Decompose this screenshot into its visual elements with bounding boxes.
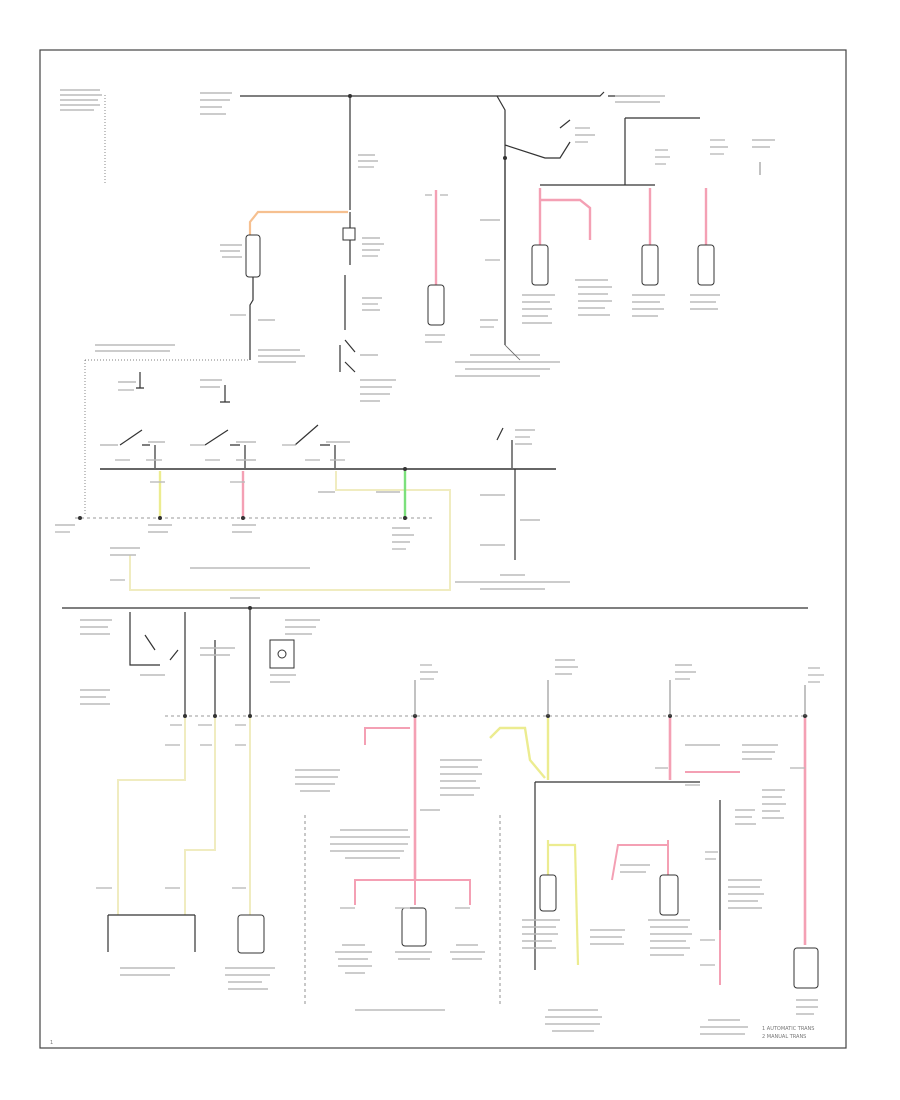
component-horn <box>427 284 445 326</box>
lower-left-relay <box>129 612 186 715</box>
upper-module-labels <box>55 524 414 581</box>
upper-module-nodes <box>78 516 407 520</box>
lower-top-labels <box>80 597 320 635</box>
orange-wire <box>248 210 348 235</box>
auto-trans-labels <box>295 769 485 1011</box>
main-feed-labels <box>358 154 378 168</box>
switch-1 <box>136 372 144 389</box>
sensor-left-top-wire <box>249 277 254 360</box>
pink-wire-trans-branch <box>364 727 410 745</box>
top-bus <box>240 91 640 97</box>
sensor-bc-labels <box>632 294 720 317</box>
legend-item-2: 2 MANUAL TRANS <box>762 1034 806 1040</box>
component-sensor-d <box>539 874 557 912</box>
legend-item-1: 1 AUTOMATIC TRANS <box>762 1026 814 1032</box>
component-fuel-pump <box>793 947 819 989</box>
sensor-a-labels <box>522 279 612 324</box>
top-bus-labels <box>200 92 665 115</box>
relay-column-wire <box>344 212 351 330</box>
switch-region-outline <box>84 359 250 515</box>
component-trans-solenoid <box>401 907 427 947</box>
lower-right-labels <box>620 744 818 1035</box>
relay-small <box>342 227 356 241</box>
horn-labels <box>425 194 448 343</box>
lower-top-bus-junction <box>248 606 252 610</box>
yellow-wire-lower-b <box>546 840 580 966</box>
upper-right-labels <box>455 127 775 377</box>
component-sensor-b <box>641 244 659 286</box>
cream-wire-1 <box>129 471 451 591</box>
switch-small-labels <box>118 379 222 391</box>
relay-lower-coil <box>277 649 287 659</box>
mid-bus-drop-labels <box>150 481 400 493</box>
green-wire-junction <box>403 467 407 471</box>
park-neutral-switch <box>339 339 356 373</box>
lower-mid-bus <box>534 781 700 970</box>
mid-switch-labels <box>100 429 535 461</box>
upper-right-wire-a <box>496 95 571 260</box>
component-sensor-a <box>531 244 549 286</box>
lower-fuse-stubs <box>414 680 806 716</box>
cream-wire-lower-b <box>184 718 216 915</box>
component-sensor-e <box>659 874 679 916</box>
sensor-left-top <box>245 234 261 278</box>
legend: 1 AUTOMATIC TRANS 2 MANUAL TRANS <box>762 1026 814 1040</box>
bottom-left-labels <box>120 967 275 990</box>
park-neutral-labels <box>258 349 396 402</box>
page-number: 1 <box>50 1040 53 1046</box>
lower-left-trunk <box>214 610 251 715</box>
header-label-block <box>60 89 102 111</box>
upper-right-relay-wire <box>504 162 761 361</box>
diagram-frame <box>39 49 847 1049</box>
switch-region-title <box>95 344 175 352</box>
relay-labels <box>362 237 384 311</box>
yellow-wire-lower-a <box>489 718 550 780</box>
pink-wire-lower-right-c <box>611 840 669 881</box>
component-trans-sensor <box>237 914 265 954</box>
lower-fuse-labels <box>420 659 824 683</box>
cream-wire-lower-labels <box>96 724 246 889</box>
lower-mid-labels <box>440 759 625 1032</box>
sensor-left-top-labels <box>220 244 275 321</box>
lower-left-labels <box>80 647 296 705</box>
pink-wire-trans-fan <box>354 879 471 905</box>
right-feed-labels <box>455 494 570 590</box>
pink-wire-sensor-a <box>538 188 592 245</box>
upper-right-bus <box>540 117 700 186</box>
cream-wire-lower-a <box>117 718 186 915</box>
connector-engine-control <box>107 914 196 952</box>
mid-switch-group <box>119 424 513 468</box>
component-sensor-c <box>697 244 715 286</box>
switch-2 <box>220 385 230 403</box>
